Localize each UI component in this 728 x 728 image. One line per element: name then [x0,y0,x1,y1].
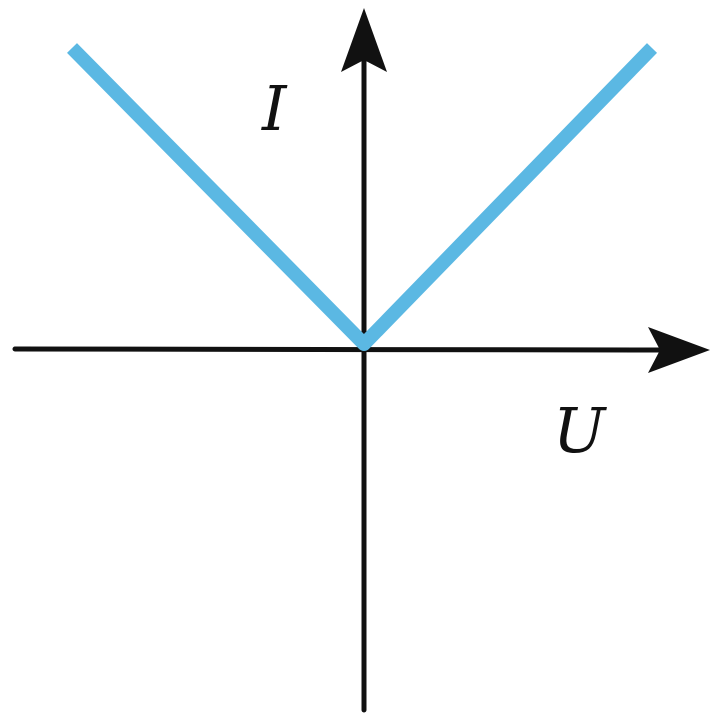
x-axis [12,346,663,353]
x-axis-label: U [553,394,607,467]
y-axis-arrowhead [341,8,387,72]
x-axis-arrowhead [648,327,710,373]
y-axis-label: I [261,72,288,145]
iv-curve [67,43,658,351]
